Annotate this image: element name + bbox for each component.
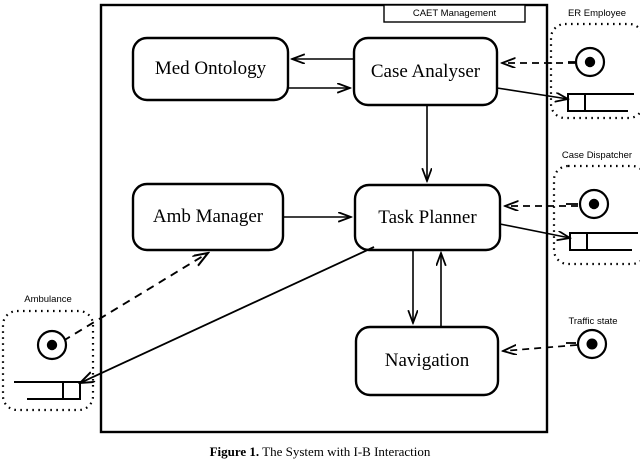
actor-traffic-state[interactable] <box>566 328 608 360</box>
node-shape-case-analyser[interactable] <box>352 36 499 107</box>
table-icon <box>569 232 638 251</box>
node-shape-task-planner[interactable] <box>353 183 502 252</box>
circle-dot-icon <box>566 328 608 360</box>
circle-dot-icon <box>566 188 610 220</box>
edge-task-planner-to-case-dispatcher <box>499 223 570 238</box>
actor-label-ambulance: Ambulance <box>24 294 72 305</box>
actor-case-dispatcher[interactable] <box>552 164 640 266</box>
edge-task-planner-to-ambulance <box>80 246 375 383</box>
table-icon <box>14 381 81 400</box>
actor-label-case-dispatcher: Case Dispatcher <box>561 150 633 161</box>
table-icon <box>567 93 634 112</box>
node-shape-amb-manager[interactable] <box>131 182 285 252</box>
figure-caption: Figure 1. The System with I-B Interactio… <box>0 444 640 465</box>
actor-er-employee[interactable] <box>549 22 640 120</box>
edge-traffic-state-to-navigation <box>503 345 578 351</box>
circle-dot-icon <box>568 46 606 78</box>
actor-label-er-employee: ER Employee <box>567 8 627 19</box>
circle-dot-icon <box>36 329 68 361</box>
actor-ambulance[interactable] <box>1 309 95 412</box>
edge-amb-manager-to-ambulance <box>62 253 208 342</box>
figure-caption-text: The System with I-B Interaction <box>262 444 431 459</box>
node-shape-navigation[interactable] <box>354 325 500 397</box>
figure-caption-label: Figure 1. <box>209 444 260 459</box>
frame-title: CAET Management <box>412 8 497 19</box>
edge-case-analyser-to-er-employee <box>496 87 568 99</box>
actor-label-traffic-state: Traffic state <box>568 316 618 327</box>
node-shape-med-ontology[interactable] <box>131 36 290 102</box>
